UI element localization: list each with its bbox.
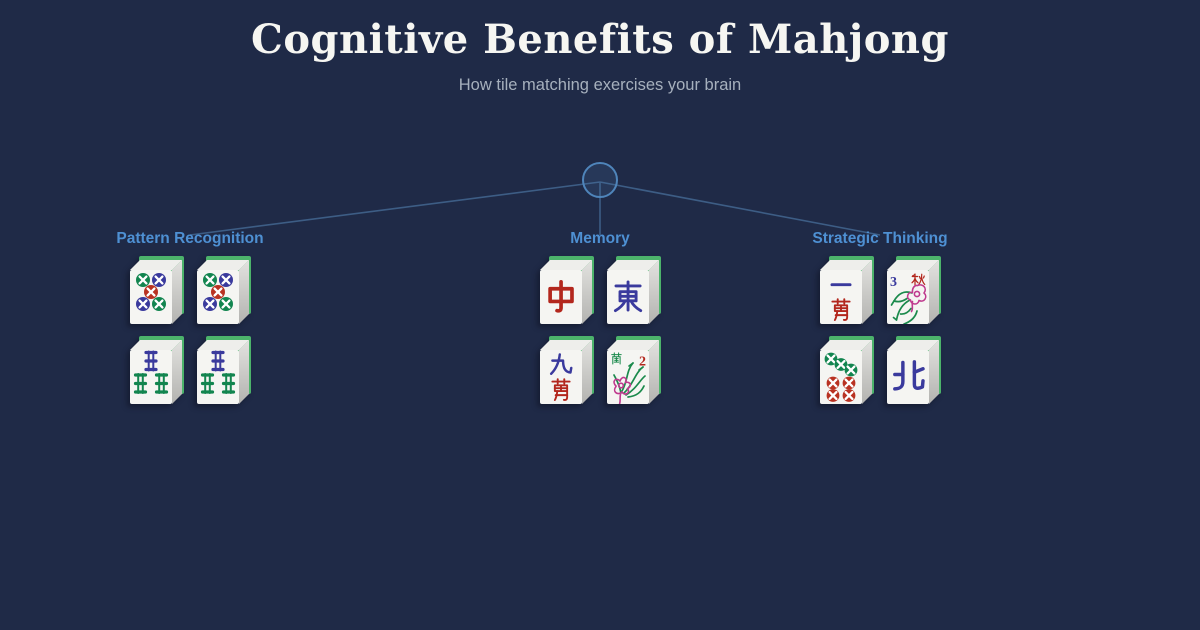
tile-grid bbox=[129, 256, 251, 404]
mahjong-tile-three-bamboo-2 bbox=[196, 336, 251, 404]
tile-grid: 2 bbox=[539, 256, 661, 404]
branch-strategic-thinking: Strategic Thinking 3 bbox=[740, 230, 1020, 404]
mahjong-tile-one-characters bbox=[819, 256, 874, 324]
branch-memory: Memory 2 bbox=[460, 230, 740, 404]
connector-line bbox=[189, 181, 601, 236]
mahjong-tile-red-dragon bbox=[539, 256, 594, 324]
mahjong-tile-five-circles-2 bbox=[196, 256, 251, 324]
svg-text:3: 3 bbox=[890, 275, 897, 290]
branch-label: Strategic Thinking bbox=[812, 230, 948, 247]
page-title: Cognitive Benefits of Mahjong bbox=[251, 16, 949, 63]
connector-line bbox=[599, 181, 881, 236]
mahjong-tile-north-wind bbox=[886, 336, 941, 404]
branch-pattern-recognition: Pattern Recognition bbox=[50, 230, 330, 404]
tile-grid: 3 bbox=[819, 256, 941, 404]
branch-label: Pattern Recognition bbox=[116, 230, 264, 247]
mahjong-tile-east-wind bbox=[606, 256, 661, 324]
mahjong-tile-orchid-flower: 2 bbox=[606, 336, 661, 404]
branch-label: Memory bbox=[570, 230, 630, 247]
mahjong-tile-three-bamboo-1 bbox=[129, 336, 184, 404]
page-subtitle: How tile matching exercises your brain bbox=[458, 76, 742, 94]
mahjong-tile-seven-circles bbox=[819, 336, 874, 404]
mahjong-tile-five-circles-1 bbox=[129, 256, 184, 324]
mahjong-tile-autumn-season: 3 bbox=[886, 256, 941, 324]
root-node-circle bbox=[582, 162, 618, 198]
mahjong-tile-nine-characters bbox=[539, 336, 594, 404]
svg-text:2: 2 bbox=[639, 355, 646, 370]
